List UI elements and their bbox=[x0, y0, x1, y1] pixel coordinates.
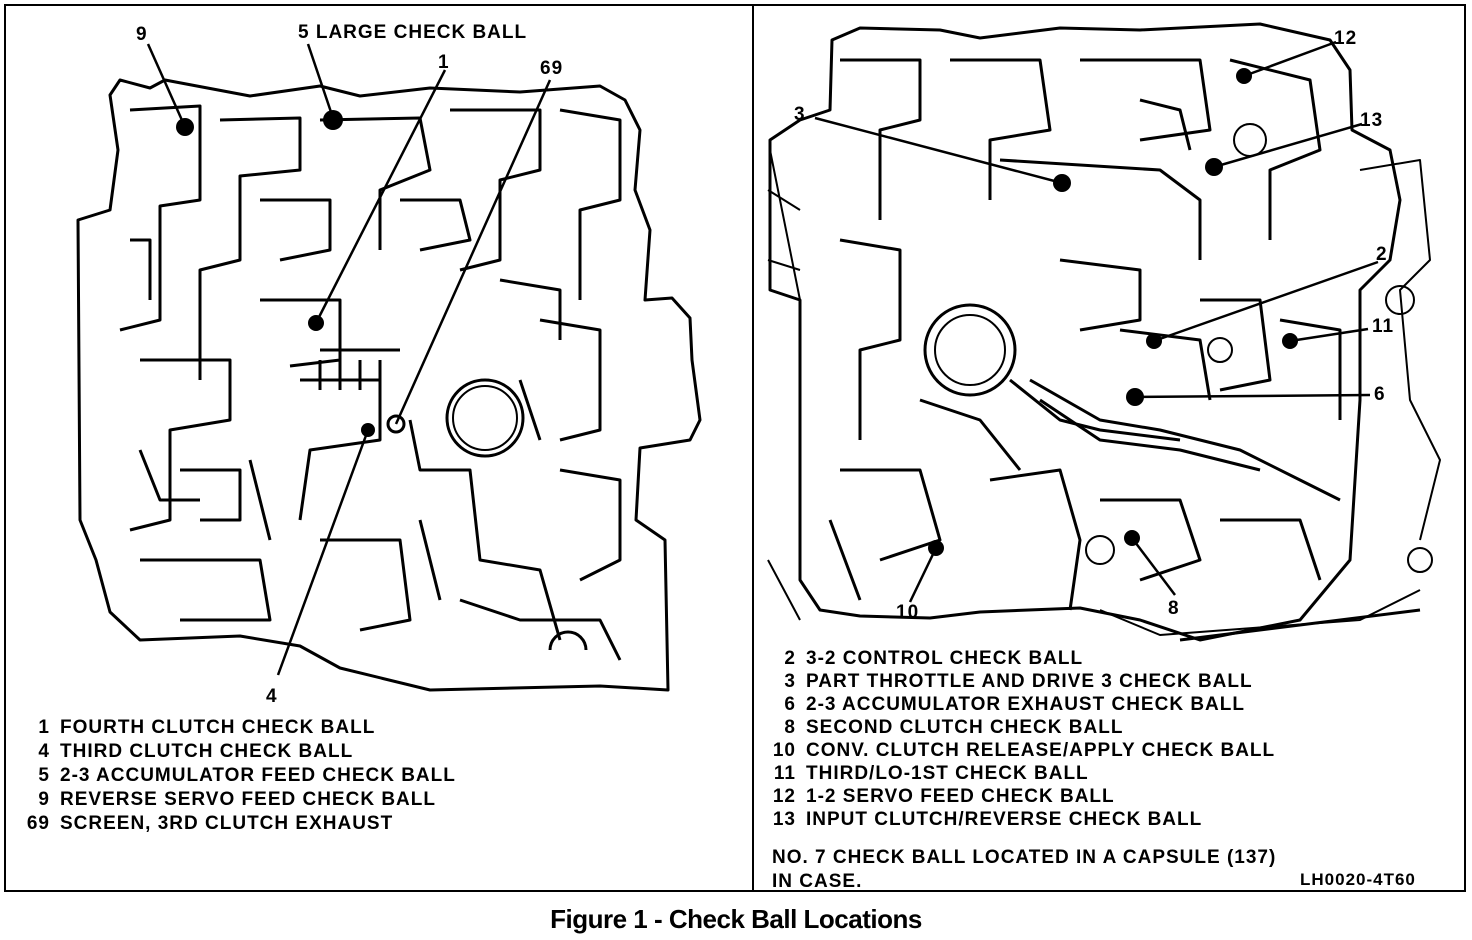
right-leader-lines bbox=[814, 40, 1379, 603]
legend-row: 4 THIRD CLUTCH CHECK BALL bbox=[12, 740, 456, 764]
legend-text: SCREEN, 3RD CLUTCH EXHAUST bbox=[60, 813, 394, 834]
callout-9: 9 bbox=[136, 24, 148, 45]
drawing-code: LH0020-4T60 bbox=[1300, 870, 1416, 889]
legend-number: 3 bbox=[784, 671, 796, 692]
callout-13: 13 bbox=[1360, 110, 1384, 131]
callout-6: 6 bbox=[1374, 384, 1386, 405]
legend-row: 9 REVERSE SERVO FEED CHECK BALL bbox=[12, 788, 456, 812]
legend-number: 11 bbox=[773, 763, 796, 784]
callout-3: 3 bbox=[794, 104, 806, 125]
figure-frame bbox=[4, 4, 1466, 892]
legend-number: 13 bbox=[772, 809, 796, 830]
left-leader-lines bbox=[146, 43, 552, 676]
legend-text: 3-2 CONTROL CHECK BALL bbox=[806, 648, 1084, 669]
legend-row: 1 FOURTH CLUTCH CHECK BALL bbox=[12, 716, 456, 740]
legend-number: 8 bbox=[784, 717, 796, 738]
callout-8: 8 bbox=[1168, 598, 1180, 619]
left-check-balls bbox=[176, 110, 406, 437]
left-valve-body bbox=[76, 78, 702, 692]
note-line: NO. 7 CHECK BALL LOCATED IN A CAPSULE (1… bbox=[772, 847, 1277, 868]
legend-text: THIRD CLUTCH CHECK BALL bbox=[60, 741, 354, 762]
legend-text: FOURTH CLUTCH CHECK BALL bbox=[60, 717, 376, 738]
panel-divider bbox=[752, 4, 754, 892]
capsule-note: NO. 7 CHECK BALL LOCATED IN A CAPSULE (1… bbox=[772, 846, 1276, 894]
callout-4: 4 bbox=[266, 686, 278, 707]
legend-row: 69 SCREEN, 3RD CLUTCH EXHAUST bbox=[12, 812, 456, 836]
figure-caption: Figure 1 - Check Ball Locations bbox=[550, 904, 922, 934]
callout-1: 1 bbox=[438, 52, 450, 73]
legend-number: 1 bbox=[38, 717, 50, 738]
legend-number: 4 bbox=[38, 741, 50, 762]
left-legend: 1 FOURTH CLUTCH CHECK BALL 4 THIRD CLUTCH … bbox=[12, 716, 456, 836]
legend-number: 5 bbox=[38, 765, 50, 786]
legend-number: 10 bbox=[772, 740, 796, 761]
callout-12: 12 bbox=[1334, 28, 1358, 49]
right-valve-body bbox=[767, 22, 1441, 642]
legend-text: 1-2 SERVO FEED CHECK BALL bbox=[806, 786, 1115, 807]
legend-number: 12 bbox=[772, 786, 796, 807]
legend-text: 2-3 ACCUMULATOR FEED CHECK BALL bbox=[60, 765, 456, 786]
legend-number: 69 bbox=[26, 813, 50, 834]
legend-number: 9 bbox=[38, 789, 50, 810]
callout-11: 11 bbox=[1372, 316, 1395, 337]
callout-2: 2 bbox=[1376, 244, 1388, 265]
legend-row: 2 3-2 CONTROL CHECK BALL bbox=[770, 647, 1275, 670]
legend-text: THIRD/LO-1ST CHECK BALL bbox=[806, 763, 1089, 784]
callout-10: 10 bbox=[896, 602, 920, 623]
legend-text: SECOND CLUTCH CHECK BALL bbox=[806, 717, 1124, 738]
legend-text: PART THROTTLE AND DRIVE 3 CHECK BALL bbox=[806, 671, 1253, 692]
legend-text: 2-3 ACCUMULATOR EXHAUST CHECK BALL bbox=[806, 694, 1245, 715]
callout-69: 69 bbox=[540, 58, 564, 79]
legend-text: CONV. CLUTCH RELEASE/APPLY CHECK BALL bbox=[806, 740, 1276, 761]
right-check-balls bbox=[928, 68, 1298, 556]
legend-row: 10 CONV. CLUTCH RELEASE/APPLY CHECK BALL bbox=[770, 739, 1275, 762]
legend-row: 5 2-3 ACCUMULATOR FEED CHECK BALL bbox=[12, 764, 456, 788]
legend-text: REVERSE SERVO FEED CHECK BALL bbox=[60, 789, 436, 810]
callout-5: 5 LARGE CHECK BALL bbox=[298, 22, 528, 43]
legend-row: 6 2-3 ACCUMULATOR EXHAUST CHECK BALL bbox=[770, 693, 1275, 716]
note-line: IN CASE. bbox=[772, 871, 863, 892]
legend-row: 12 1-2 SERVO FEED CHECK BALL bbox=[770, 785, 1275, 808]
legend-row: 8 SECOND CLUTCH CHECK BALL bbox=[770, 716, 1275, 739]
legend-row: 3 PART THROTTLE AND DRIVE 3 CHECK BALL bbox=[770, 670, 1275, 693]
legend-row: 13 INPUT CLUTCH/REVERSE CHECK BALL bbox=[770, 808, 1275, 831]
legend-row: 11 THIRD/LO-1ST CHECK BALL bbox=[770, 762, 1275, 785]
legend-number: 6 bbox=[784, 694, 796, 715]
legend-text: INPUT CLUTCH/REVERSE CHECK BALL bbox=[806, 809, 1203, 830]
legend-number: 2 bbox=[784, 648, 796, 669]
right-legend: 2 3-2 CONTROL CHECK BALL 3 PART THROTTLE A… bbox=[770, 647, 1275, 831]
